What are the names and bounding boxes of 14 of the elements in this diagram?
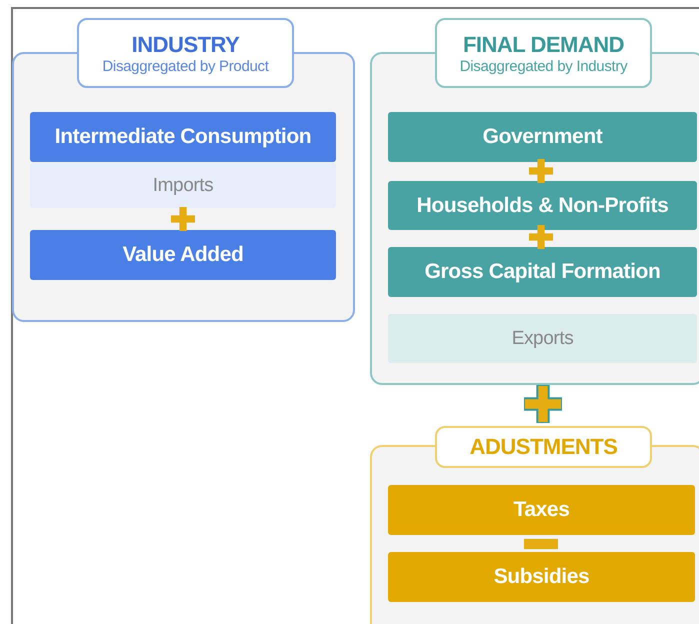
category-bar: Government [388,112,697,162]
panel-subtitle: Disaggregated by Product [102,58,269,74]
panel-subtitle: Disaggregated by Industry [460,58,628,74]
category-bar: Value Added [30,230,336,280]
category-bar: Exports [388,314,697,363]
category-bar: Households & Non-Profits [388,181,697,230]
category-bar: Intermediate Consumption [30,112,336,162]
panel-title: FINAL DEMAND [462,32,624,58]
category-bar: Taxes [388,485,695,535]
category-bar: Imports [30,163,336,208]
panel-title: INDUSTRY [132,32,240,58]
panel-title: ADUSTMENTS [470,434,618,460]
category-bar: Gross Capital Formation [388,247,697,297]
category-bar: Subsidies [388,552,695,602]
